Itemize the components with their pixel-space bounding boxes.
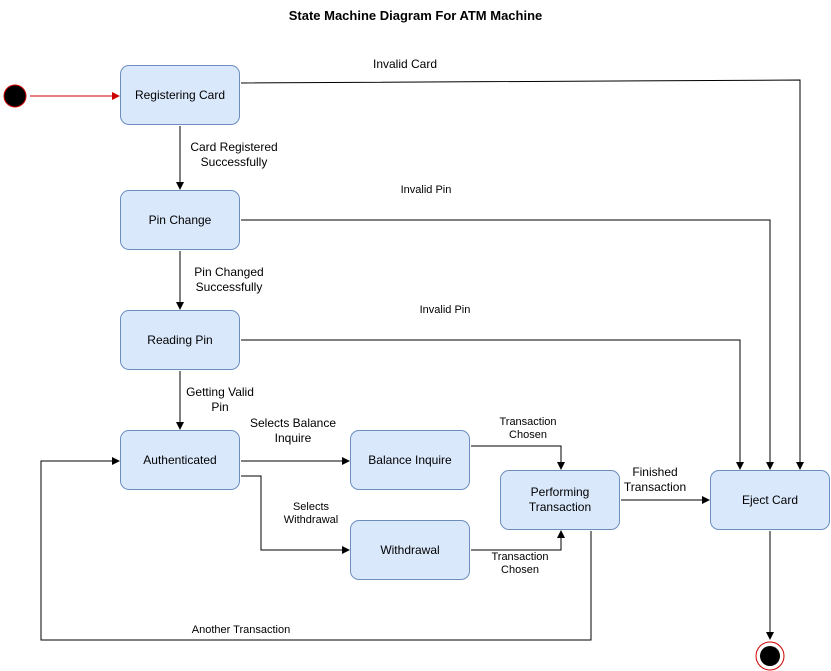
- label-getting-valid-pin: Getting Valid Pin: [182, 385, 258, 415]
- state-authenticated[interactable]: Authenticated: [120, 430, 240, 490]
- state-eject-card[interactable]: Eject Card: [710, 470, 830, 530]
- label-invalid-card: Invalid Card: [372, 57, 438, 71]
- label-transaction-chosen-1: Transaction Chosen: [499, 416, 557, 441]
- initial-node: [3, 84, 27, 108]
- edge-transaction-chosen-2: [471, 530, 565, 551]
- edge-invalid-pin-1: [241, 219, 774, 470]
- label-transaction-chosen-2: Transaction Chosen: [491, 551, 549, 576]
- label-invalid-pin-1: Invalid Pin: [400, 184, 452, 196]
- edge-invalid-pin-2: [241, 339, 744, 470]
- label-finished-transaction: Finished Transaction: [623, 465, 687, 494]
- label-another-transaction: Another Transaction: [191, 624, 291, 636]
- label-invalid-pin-2: Invalid Pin: [419, 304, 471, 316]
- label-pin-changed: Pin Changed Successfully: [184, 265, 274, 295]
- edge-another-transaction: [40, 457, 592, 641]
- state-withdrawal[interactable]: Withdrawal: [350, 520, 470, 580]
- diagram-title: State Machine Diagram For ATM Machine: [288, 8, 543, 23]
- label-card-registered: Card Registered Successfully: [184, 140, 284, 170]
- final-node-core: [760, 646, 780, 666]
- edge-invalid-card: [240, 79, 804, 470]
- edge-transaction-chosen-1: [471, 445, 565, 470]
- state-balance-inquire[interactable]: Balance Inquire: [350, 430, 470, 490]
- edge-selects-withdrawal: [241, 475, 350, 554]
- state-pin-change[interactable]: Pin Change: [120, 190, 240, 250]
- state-reading-pin[interactable]: Reading Pin: [120, 310, 240, 370]
- label-selects-withdrawal: Selects Withdrawal: [283, 501, 339, 526]
- state-registering-card[interactable]: Registering Card: [120, 65, 240, 125]
- state-performing-transaction[interactable]: Performing Transaction: [500, 470, 620, 530]
- label-selects-balance: Selects Balance Inquire: [249, 416, 337, 445]
